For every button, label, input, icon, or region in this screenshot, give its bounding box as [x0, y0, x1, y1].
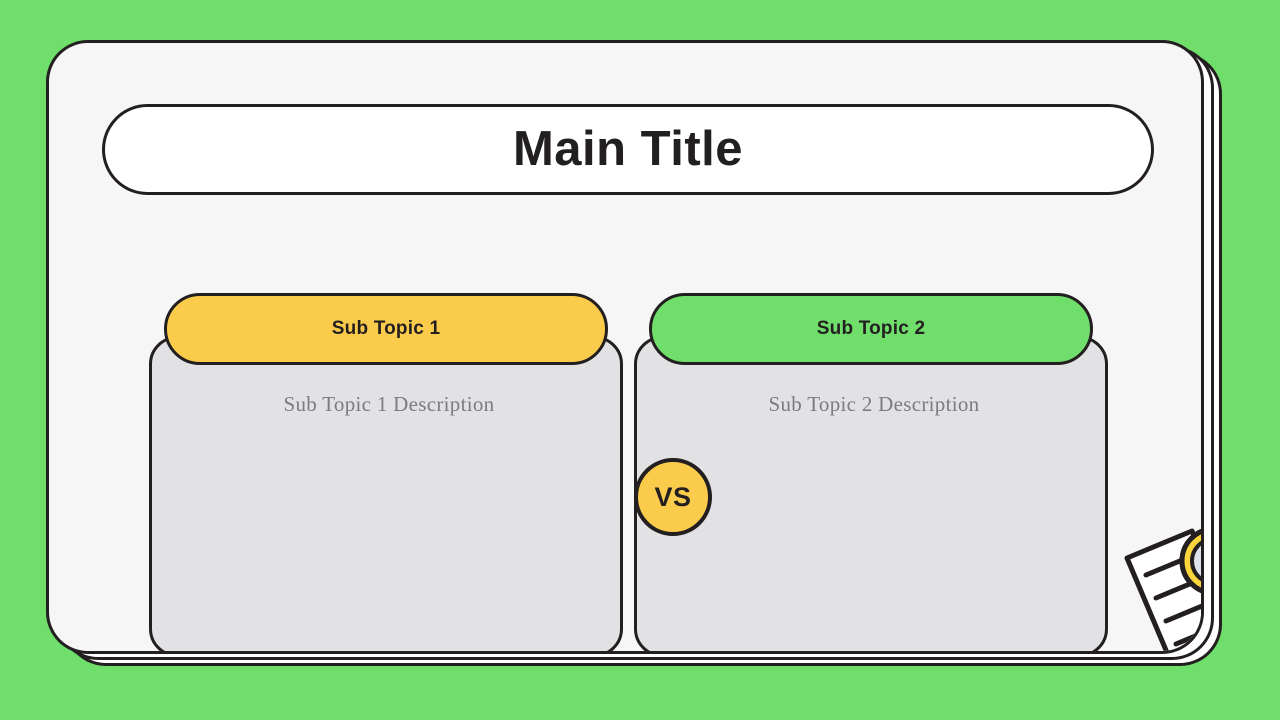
page-title: Main Title: [512, 122, 744, 176]
sub-topic-2-label: Sub Topic 2: [816, 318, 926, 339]
versus-badge-label: VS: [654, 481, 692, 512]
document-icon: [1124, 528, 1201, 651]
main-card: Main Title Sub Topic 1 Description Sub T…: [46, 40, 1204, 654]
sub-topic-1-description: Sub Topic 1 Description: [283, 392, 495, 416]
sub-topic-2-header[interactable]: Sub Topic 2: [649, 293, 1093, 365]
panel-sub-topic-1: Sub Topic 1 Description: [149, 336, 623, 651]
sub-topic-2-description: Sub Topic 2 Description: [768, 392, 980, 416]
sub-topic-1-header[interactable]: Sub Topic 1: [164, 293, 608, 365]
magnifier-icon: [1179, 529, 1201, 593]
versus-badge: VS: [634, 458, 712, 536]
sub-topic-1-label: Sub Topic 1: [331, 318, 441, 339]
comparison-column-left: Sub Topic 1 Description Sub Topic 1: [149, 293, 623, 651]
comparison-column-right: Sub Topic 2 Description Sub Topic 2: [634, 293, 1108, 651]
title-bar: Main Title: [102, 104, 1154, 195]
